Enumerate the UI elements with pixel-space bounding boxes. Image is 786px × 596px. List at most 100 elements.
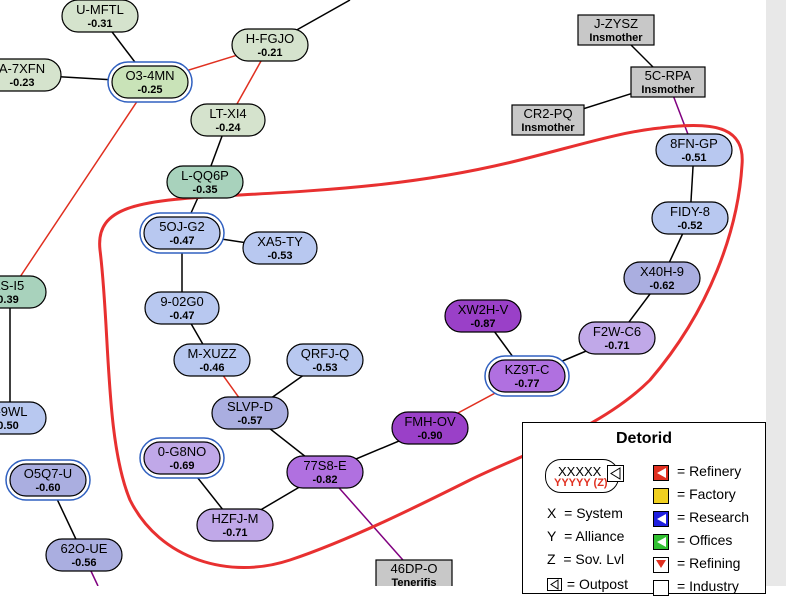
npc-system-name: 5C-RPA — [645, 68, 692, 83]
system-node-shape — [231, 28, 309, 62]
security-level: -0.53 — [267, 250, 292, 262]
legend-sample-node: XXXXX YYYYY (Z) — [545, 459, 619, 493]
system-node[interactable]: 5OJ-G2-0.47 — [143, 216, 221, 250]
security-level: -0.71 — [222, 527, 247, 539]
legend-title: Detorid — [616, 430, 672, 447]
outpost-flag-icon — [607, 465, 624, 482]
system-node[interactable]: FMH-OV-0.90 — [391, 411, 469, 445]
system-node-shape — [0, 401, 47, 435]
security-level: 0.39 — [0, 294, 19, 306]
system-node-shape — [655, 133, 733, 167]
system-name: 62O-UE — [61, 541, 108, 556]
security-level: -0.90 — [417, 430, 442, 442]
system-node[interactable]: O5Q7-U-0.60 — [9, 463, 87, 497]
system-node[interactable]: XW2H-V-0.87 — [444, 299, 522, 333]
system-node[interactable]: AS-I50.39 — [0, 275, 47, 309]
security-level: -0.46 — [199, 362, 224, 374]
system-node-shape — [173, 343, 251, 377]
npc-alliance-name: Insmother — [589, 32, 643, 44]
system-node-shape — [623, 261, 701, 295]
system-name: AS-I5 — [0, 278, 24, 293]
legend-refinery-label: = Refinery — [677, 463, 742, 479]
system-node[interactable]: FIDY-8-0.52 — [651, 201, 729, 235]
system-name: SLVP-D — [227, 399, 273, 414]
system-node[interactable]: SLVP-D-0.57 — [211, 396, 289, 430]
npc-system-box — [577, 14, 655, 46]
system-node-shape — [211, 396, 289, 430]
system-name: QRFJ-Q — [301, 346, 349, 361]
system-node[interactable]: H-FGJO-0.21 — [231, 28, 309, 62]
system-name: XW2H-V — [458, 302, 509, 317]
security-level: -0.47 — [169, 310, 194, 322]
industry-icon — [653, 580, 669, 596]
system-node[interactable]: 62O-UE-0.56 — [45, 538, 123, 572]
legend-key-sov: Z = Sov. Lvl — [547, 551, 625, 567]
system-name: LT-XI4 — [209, 106, 246, 121]
security-level: -0.35 — [192, 184, 217, 196]
legend-key-system: X = System — [547, 505, 623, 521]
vertical-scrollbar[interactable] — [766, 0, 786, 586]
system-name: H-FGJO — [246, 31, 294, 46]
system-node-shape — [196, 508, 274, 542]
system-node[interactable]: 0-G8NO-0.69 — [143, 441, 221, 475]
system-node-shape — [0, 275, 47, 309]
security-level: -0.69 — [169, 460, 194, 472]
legend: Detorid XXXXX YYYYY (Z) X = System Y = A… — [522, 422, 766, 596]
outpost-icon — [547, 578, 562, 592]
security-level: -0.31 — [87, 18, 112, 30]
system-node-shape — [61, 0, 139, 33]
security-level: -0.56 — [71, 557, 96, 569]
security-level: -0.77 — [514, 378, 539, 390]
system-name: HZFJ-M — [212, 511, 259, 526]
system-node[interactable]: X40H-9-0.62 — [623, 261, 701, 295]
system-name: FIDY-8 — [670, 204, 710, 219]
npc-system-box — [511, 104, 585, 136]
system-node[interactable]: HZFJ-M-0.71 — [196, 508, 274, 542]
system-name: F2W-C6 — [593, 324, 641, 339]
system-node-shape — [578, 321, 656, 355]
region-outline — [98, 123, 744, 569]
system-node[interactable]: KZ9T-C-0.77 — [488, 359, 566, 393]
system-node[interactable]: O3-4MN-0.25 — [111, 65, 189, 99]
npc-alliance-name: Tenerifis — [391, 577, 436, 586]
system-node[interactable]: A-7XFN-0.23 — [0, 58, 62, 92]
system-name: O5Q7-U — [24, 466, 72, 481]
regional-edge — [9, 81, 151, 293]
legend-sample-alliance: YYYYY (Z) — [554, 477, 608, 489]
legend-sample-system: XXXXX — [558, 464, 602, 479]
system-node-shape — [143, 216, 221, 250]
legend-factory-label: = Factory — [677, 486, 736, 502]
system-node[interactable]: 8FN-GP-0.51 — [655, 133, 733, 167]
system-name: 0-G8NO — [158, 444, 206, 459]
research-icon — [653, 511, 669, 527]
system-node[interactable]: L-QQ6P-0.35 — [166, 165, 244, 199]
system-node[interactable]: QRFJ-Q-0.53 — [286, 343, 364, 377]
security-level: -0.53 — [312, 362, 337, 374]
system-node[interactable]: XA5-TY-0.53 — [242, 231, 318, 265]
npc-system-name: J-ZYSZ — [594, 16, 638, 31]
system-node[interactable]: LT-XI4-0.24 — [190, 103, 266, 137]
system-node[interactable]: 77S8-E-0.82 — [286, 455, 364, 489]
security-level: -0.71 — [604, 340, 629, 352]
system-name: U-MFTL — [76, 2, 124, 17]
system-node[interactable]: M-XUZZ-0.46 — [173, 343, 251, 377]
system-name: XA5-TY — [257, 234, 303, 249]
factory-icon — [653, 488, 669, 504]
system-node-shape — [444, 299, 522, 333]
system-node-shape — [0, 58, 62, 92]
security-level: -0.24 — [215, 122, 241, 134]
system-node-shape — [488, 359, 566, 393]
system-node[interactable]: F2W-C6-0.71 — [578, 321, 656, 355]
legend-key-alliance: Y = Alliance — [547, 528, 625, 544]
system-node[interactable]: 9-02G0-0.47 — [144, 291, 220, 325]
system-node[interactable]: U-MFTL-0.31 — [61, 0, 139, 33]
security-level: -0.51 — [681, 152, 706, 164]
npc-system-box — [630, 66, 706, 98]
security-level: -0.57 — [237, 415, 262, 427]
